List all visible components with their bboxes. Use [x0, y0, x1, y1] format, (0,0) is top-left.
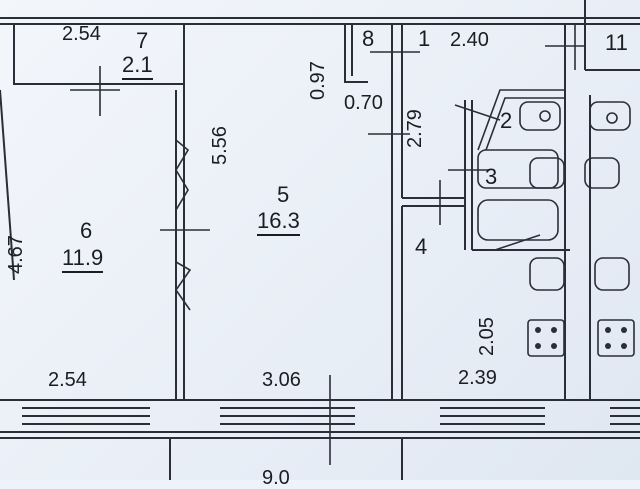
- dim-partition-length: 5.56: [209, 126, 231, 165]
- dim-kitchen-width: 2.39: [458, 367, 497, 389]
- dim-hall-width: 2.40: [450, 29, 489, 51]
- room-4-number: 4: [415, 234, 428, 259]
- dim-room6-height: 4.67: [5, 235, 27, 274]
- bathtub: [477, 199, 559, 241]
- toilet-2: [584, 157, 620, 189]
- toilet-1: [529, 157, 565, 189]
- sink-2: [589, 101, 631, 131]
- stove-burners: [535, 327, 627, 349]
- dim-wall-070: 0.70: [344, 92, 383, 114]
- dim-kitchen-depth: 2.05: [476, 317, 498, 356]
- room-11-number: 11: [605, 30, 628, 55]
- bathroom-fixtures: [477, 89, 635, 357]
- dim-bottom-partial: 9.0: [262, 467, 290, 489]
- windows: [22, 407, 640, 425]
- room-2-number: 2: [500, 108, 513, 133]
- room-1-number: 1: [418, 26, 431, 51]
- stove-1: [527, 319, 565, 357]
- room-7-area: 2.1: [122, 54, 153, 80]
- dim-room5-bottom: 3.06: [262, 369, 301, 391]
- room-5-area: 16.3: [257, 210, 300, 236]
- dim-room6-bottom: 2.54: [48, 369, 87, 391]
- room-6-number: 6: [80, 218, 93, 243]
- dim-wall-097: 0.97: [307, 61, 329, 100]
- room-7-number: 7: [136, 28, 149, 53]
- left-wall-lower: [0, 89, 15, 281]
- closet-8-outline: [344, 24, 368, 83]
- stove-2: [597, 319, 635, 357]
- room-3-number: 3: [485, 164, 498, 189]
- room-5-number: 5: [277, 182, 290, 207]
- dim-room7-width: 2.54: [62, 23, 101, 45]
- door-swings: [70, 24, 585, 465]
- toilet-3: [529, 257, 565, 291]
- room-8-number: 8: [362, 26, 375, 51]
- sink-1: [519, 101, 561, 131]
- dim-corridor-length: 2.79: [404, 109, 426, 148]
- room-6-area: 11.9: [62, 247, 104, 273]
